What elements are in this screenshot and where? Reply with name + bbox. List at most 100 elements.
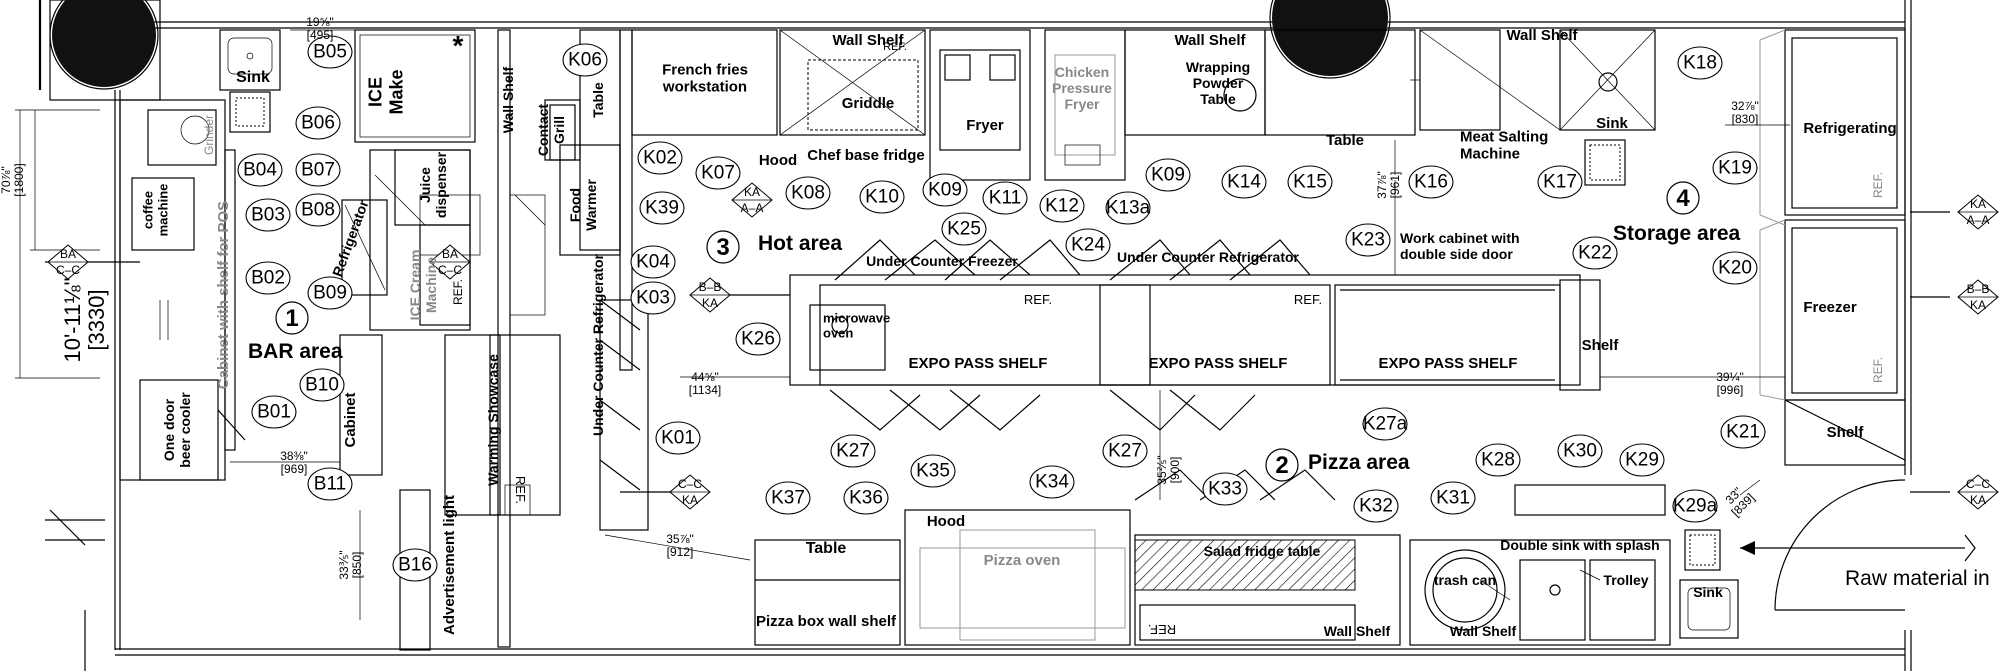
tag-text: K36 xyxy=(849,488,883,509)
equipment-tag-b02: B02 xyxy=(245,261,291,295)
section-marker-8: C–C KA xyxy=(1910,474,1999,510)
equipment-tag-b06: B06 xyxy=(295,106,341,140)
equipment-tag-k01: K01 xyxy=(655,421,701,455)
label-ref-griddle: REF. xyxy=(883,41,907,53)
equipment-tag-k18: K18 xyxy=(1677,46,1723,80)
dimension-left-total: 10'-11⅛"[3330] xyxy=(60,278,109,363)
label-freezer: Freezer xyxy=(1803,299,1857,316)
area-title-bar: 1 BAR area xyxy=(248,301,343,363)
equipment-tag-k08: K08 xyxy=(785,176,831,210)
label-shelf-1: Shelf xyxy=(1582,337,1620,354)
equipment-tag-b04: B04 xyxy=(237,153,283,187)
tag-text: K27a xyxy=(1363,414,1408,435)
label-expo-pass-shelf-2: EXPO PASS SHELF xyxy=(1149,355,1288,372)
pizza-area xyxy=(754,469,1739,646)
label-sink-hot: Sink xyxy=(1596,115,1628,132)
dimension-d8: 37⅞"[961] xyxy=(1375,171,1402,199)
label-wall-shelf-3: Wall Shelf xyxy=(1506,27,1578,44)
hot-area xyxy=(631,29,1656,186)
entrance-label: Raw material in xyxy=(1845,567,1990,590)
section-marker-bottom: C–C xyxy=(438,263,462,277)
expo-pass-area xyxy=(789,239,1601,431)
label-wall-shelf-4: Wall Shelf xyxy=(1324,623,1391,639)
tag-text: K10 xyxy=(865,187,899,208)
equipment-tag-k21: K21 xyxy=(1720,415,1766,449)
area-title-hot: 3 Hot area xyxy=(706,230,842,264)
tag-text: B01 xyxy=(257,402,291,423)
equipment-tag-k29: K29 xyxy=(1619,443,1665,477)
label-table-1: Table xyxy=(1326,132,1364,149)
equipment-tag-k27a-tag: K27 xyxy=(830,434,876,468)
section-marker-2: BA C–C xyxy=(429,244,471,280)
equipment-tag-k39: K39 xyxy=(639,191,685,225)
tag-text: K20 xyxy=(1718,258,1752,279)
section-marker-bottom: KA xyxy=(1970,298,1986,312)
label-advertisement-light: Advertisement light xyxy=(441,495,458,635)
tag-text: K28 xyxy=(1481,450,1515,471)
tag-text: B05 xyxy=(313,42,347,63)
dimension-d7: 35⅖"[900] xyxy=(1155,455,1182,484)
tag-text: K39 xyxy=(645,198,679,219)
label-sink-pizza: Sink xyxy=(1693,584,1723,600)
equipment-tag-k20: K20 xyxy=(1712,251,1758,285)
label-griddle: Griddle xyxy=(842,95,895,112)
tag-text: B07 xyxy=(301,160,335,181)
tag-text: K07 xyxy=(701,163,735,184)
equipment-tag-k31: K31 xyxy=(1430,481,1476,515)
label-chef-base-fridge: Chef base fridge xyxy=(807,147,925,164)
label-warming-showcase: Warming Showcase xyxy=(485,354,501,486)
label-pizza-box-wall-shelf: Pizza box wall shelf xyxy=(756,613,897,630)
label-ref-storage-2: REF. xyxy=(1871,357,1885,383)
equipment-tag-k13a: K13a xyxy=(1105,191,1151,225)
area-number: 1 xyxy=(285,305,298,332)
section-marker-bottom: A–A xyxy=(1967,213,1990,227)
equipment-tag-k28: K28 xyxy=(1475,443,1521,477)
dimension-d11: 33"[839] xyxy=(1719,481,1757,519)
equipment-tag-k17: K17 xyxy=(1537,165,1583,199)
entrance-arrow xyxy=(1740,534,1976,562)
tag-text: K25 xyxy=(947,219,981,240)
area-label: BAR area xyxy=(248,340,343,363)
equipment-tag-k14: K14 xyxy=(1221,165,1267,199)
tag-text: K13a xyxy=(1106,198,1151,219)
dimension-d10: 39¼"[996] xyxy=(1716,370,1744,397)
section-marker-bottom: A–A xyxy=(741,201,764,215)
tag-text: K24 xyxy=(1071,235,1105,256)
label-asterisk: * xyxy=(453,30,464,61)
tag-text: K09 xyxy=(928,180,962,201)
section-marker-top: B–B xyxy=(699,280,722,294)
tag-text: K14 xyxy=(1227,172,1261,193)
section-marker-top: B–B xyxy=(1967,282,1990,296)
section-marker-6: KA A–A xyxy=(1910,194,1999,230)
label-hood-2: Hood xyxy=(927,513,965,530)
label-fryer: Fryer xyxy=(966,117,1004,134)
tag-text: K11 xyxy=(989,188,1021,209)
section-marker-bottom: KA xyxy=(1970,493,1986,507)
label-ref-2: REF. xyxy=(1294,292,1322,307)
tag-text: B04 xyxy=(243,160,277,181)
section-marker-7: B–B KA xyxy=(1910,279,1999,315)
equipment-tag-k35: K35 xyxy=(910,454,956,488)
tag-text: K04 xyxy=(636,252,670,273)
tag-text: K23 xyxy=(1351,230,1385,251)
equipment-tag-k19: K19 xyxy=(1712,151,1758,185)
tag-text: K27 xyxy=(836,441,870,462)
section-marker-top: C–C xyxy=(678,477,702,491)
dimension-d6: 35⅞"[912] xyxy=(666,532,694,559)
equipment-tag-b03: B03 xyxy=(245,198,291,232)
label-cabinet: Cabinet xyxy=(342,392,359,447)
equipment-tag-b01: B01 xyxy=(251,395,297,429)
tag-text: B08 xyxy=(301,200,335,221)
label-ice-cream-machine: ICE CreamMachine xyxy=(407,250,439,321)
label-juice-dispenser: Juicedispenser xyxy=(417,151,449,218)
tag-text: K32 xyxy=(1359,496,1393,517)
label-table-2: Table xyxy=(806,540,847,557)
section-marker-1: BA C–C xyxy=(45,244,140,280)
label-pizza-oven: Pizza oven xyxy=(984,552,1061,569)
equipment-tag-k23: K23 xyxy=(1345,223,1391,257)
